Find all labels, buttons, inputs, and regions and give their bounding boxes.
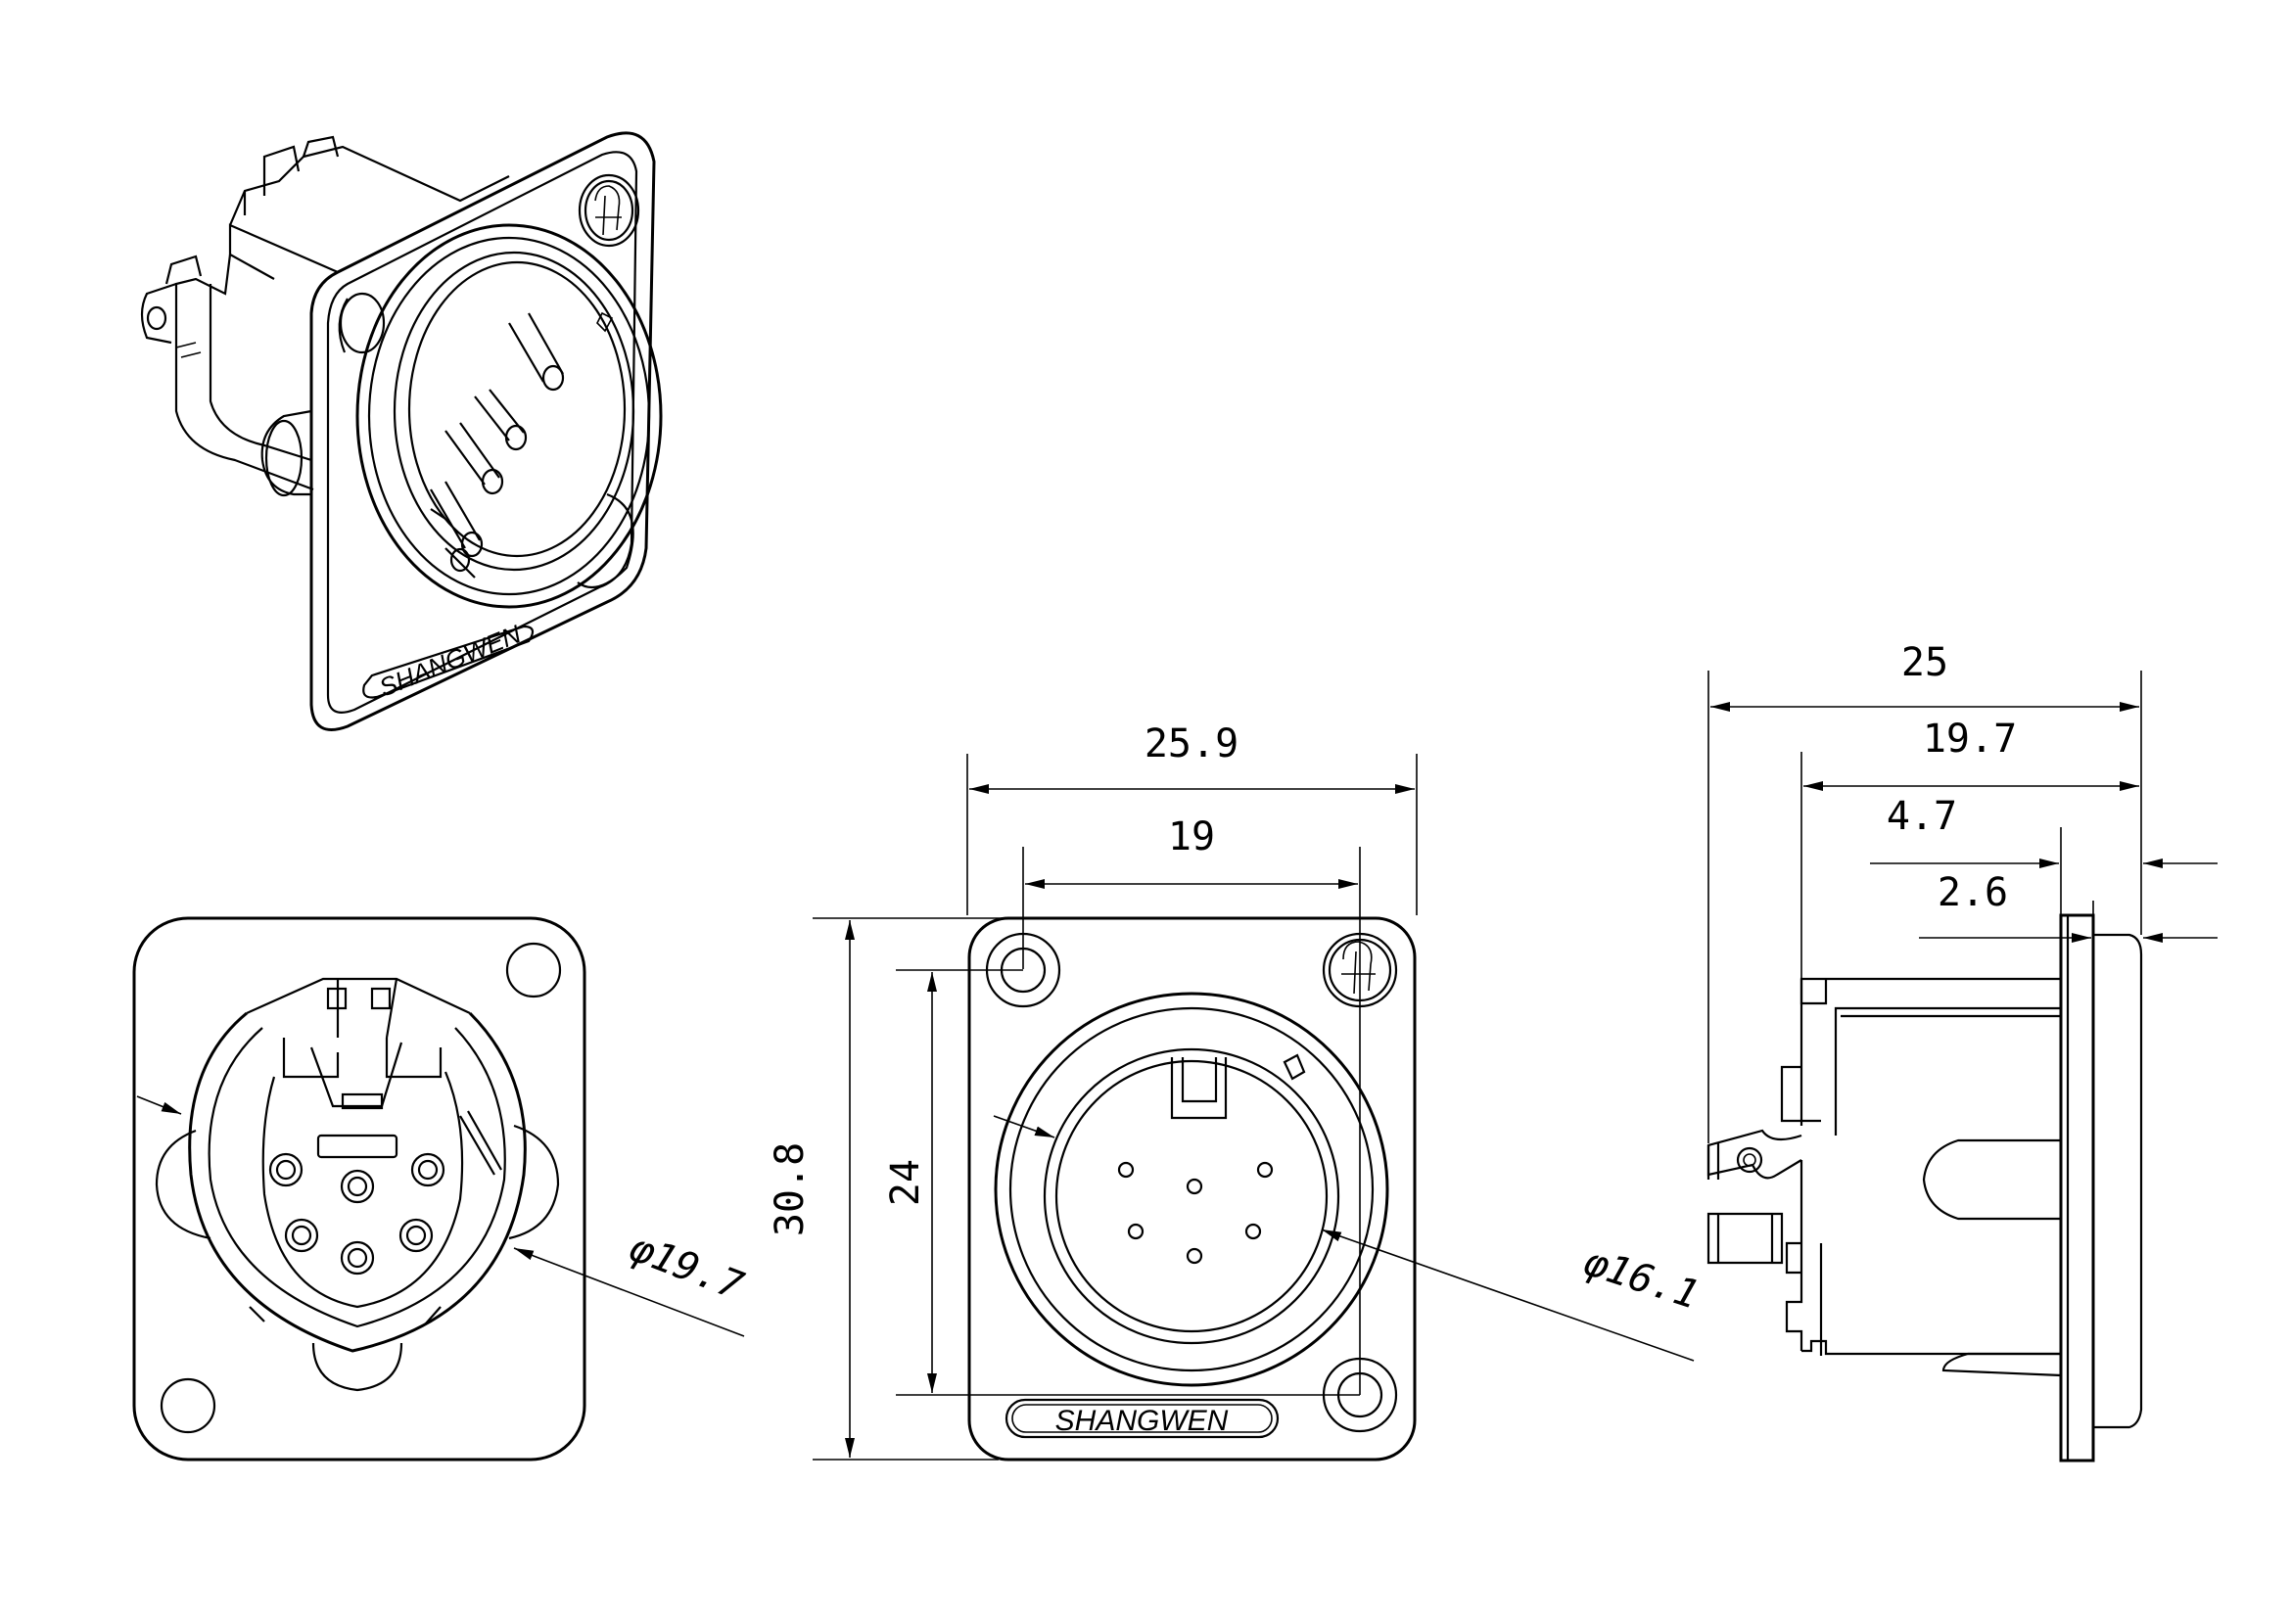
front-hole-spacing-label: 19: [1168, 814, 1215, 859]
side-flange-label: 2.6: [1938, 870, 2008, 915]
front-vertical-spacing-label: 24: [883, 1159, 928, 1206]
front-view: SHANGWEN 25.9 19 30.8 24 φ16.1: [768, 721, 1705, 1462]
front-height-label: 30.8: [768, 1142, 813, 1236]
rear-view: φ19.7: [132, 916, 749, 1462]
side-view: 25 19.7 4.7 2.6: [1706, 640, 2218, 1462]
front-width-label: 25.9: [1145, 721, 1238, 766]
front-diameter-label: φ16.1: [1578, 1239, 1705, 1319]
front-brand-text: SHANGWEN: [1055, 1405, 1229, 1437]
side-total-depth-label: 25: [1901, 640, 1948, 685]
side-body-depth-label: 19.7: [1923, 717, 2017, 762]
iso-brand-text: SHANGWEN: [375, 619, 525, 702]
side-flange-total-label: 4.7: [1887, 794, 1957, 839]
isometric-view: SHANGWEN: [140, 131, 663, 731]
